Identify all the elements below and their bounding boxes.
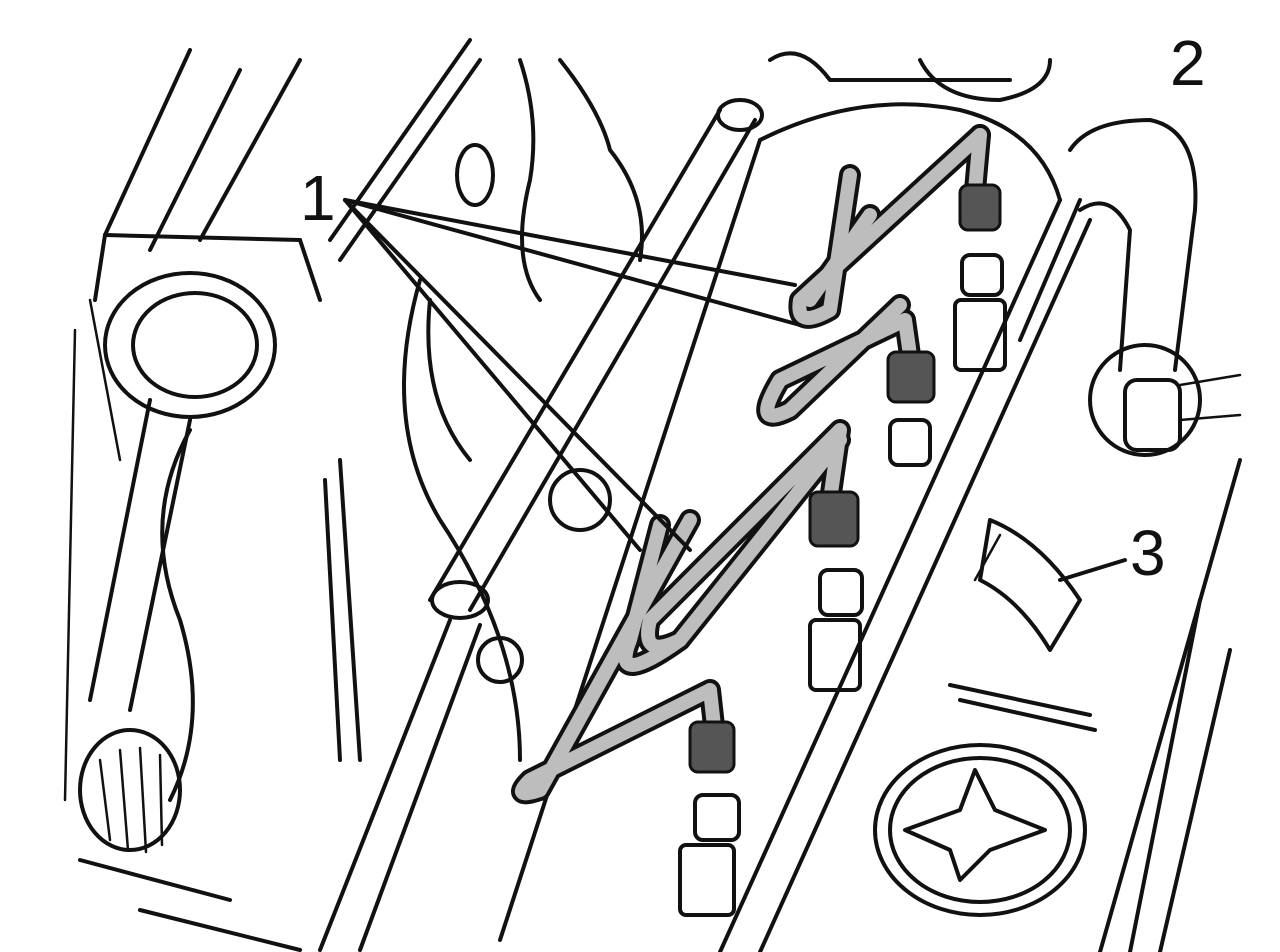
callout-2-label: 2 <box>1170 27 1206 99</box>
callout-3-leader <box>1058 558 1127 582</box>
nut-1 <box>958 183 1002 232</box>
left-port <box>88 271 277 802</box>
left-rod <box>318 98 764 952</box>
filler-cap <box>873 683 1097 917</box>
engine-block-left <box>63 38 482 802</box>
fuel-pipes <box>511 124 991 805</box>
callout-1-leaders <box>343 198 802 552</box>
nut-3 <box>808 490 860 548</box>
bottom-left-fitting <box>78 728 302 952</box>
clip <box>973 518 1082 652</box>
right-edge <box>1098 458 1242 952</box>
engine-housing-center <box>323 58 644 762</box>
hose <box>1018 118 1242 457</box>
callout-1-label: 1 <box>300 162 336 234</box>
nut-2 <box>886 350 936 404</box>
callout-3-label: 3 <box>1130 517 1166 589</box>
nut-4 <box>688 720 736 774</box>
injector-nuts <box>688 183 1002 774</box>
injector-bodies <box>678 253 1007 917</box>
